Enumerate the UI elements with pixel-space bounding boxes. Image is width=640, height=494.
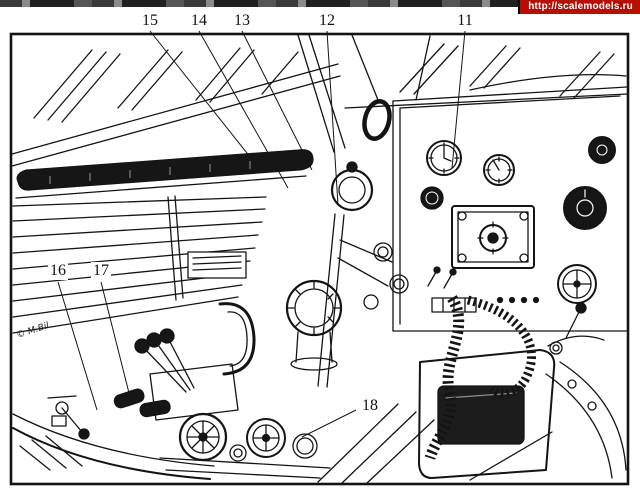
floor-lines	[317, 403, 553, 485]
throttle-quadrant	[113, 328, 239, 421]
grab-handle-loop	[362, 99, 392, 141]
small-dark-gauge	[420, 186, 444, 210]
callout-12: 12	[317, 12, 337, 30]
lower-cowl	[12, 413, 215, 480]
dark-dial-gauge	[563, 186, 607, 230]
leader-lines	[57, 30, 466, 438]
turn-indicator-gauge	[557, 264, 597, 304]
small-instrument-cluster	[363, 242, 540, 313]
callout-15: 15	[140, 12, 160, 30]
callout-13: 13	[232, 12, 252, 30]
oxygen-hose	[424, 295, 536, 460]
compass	[285, 279, 343, 371]
canopy-glazing	[11, 34, 627, 167]
left-fittings	[47, 395, 90, 440]
top-right-gauge	[588, 136, 616, 164]
sidewall-stringers	[12, 195, 267, 334]
trim-handwheels	[159, 412, 331, 479]
callout-11: 11	[455, 12, 475, 30]
padded-coaming	[15, 149, 314, 199]
scan-edge-strip	[0, 0, 640, 7]
callout-17: 17	[91, 262, 111, 280]
callout-16: 16	[48, 262, 68, 280]
glass-hatching	[33, 43, 615, 123]
right-frames	[545, 302, 627, 479]
watermark-url: http://scalemodels.ru	[518, 0, 640, 14]
instrument-panel	[344, 86, 628, 332]
radio-control-box	[451, 205, 535, 269]
clock-gauge	[426, 140, 462, 176]
map-case-bracket	[218, 302, 256, 376]
control-column	[317, 161, 393, 388]
watermark-url-text: http://scalemodels.ru	[528, 1, 633, 12]
callout-14: 14	[189, 12, 209, 30]
gun-button	[346, 161, 358, 173]
altimeter-gauge	[483, 154, 515, 186]
callout-18: 18	[360, 397, 380, 415]
